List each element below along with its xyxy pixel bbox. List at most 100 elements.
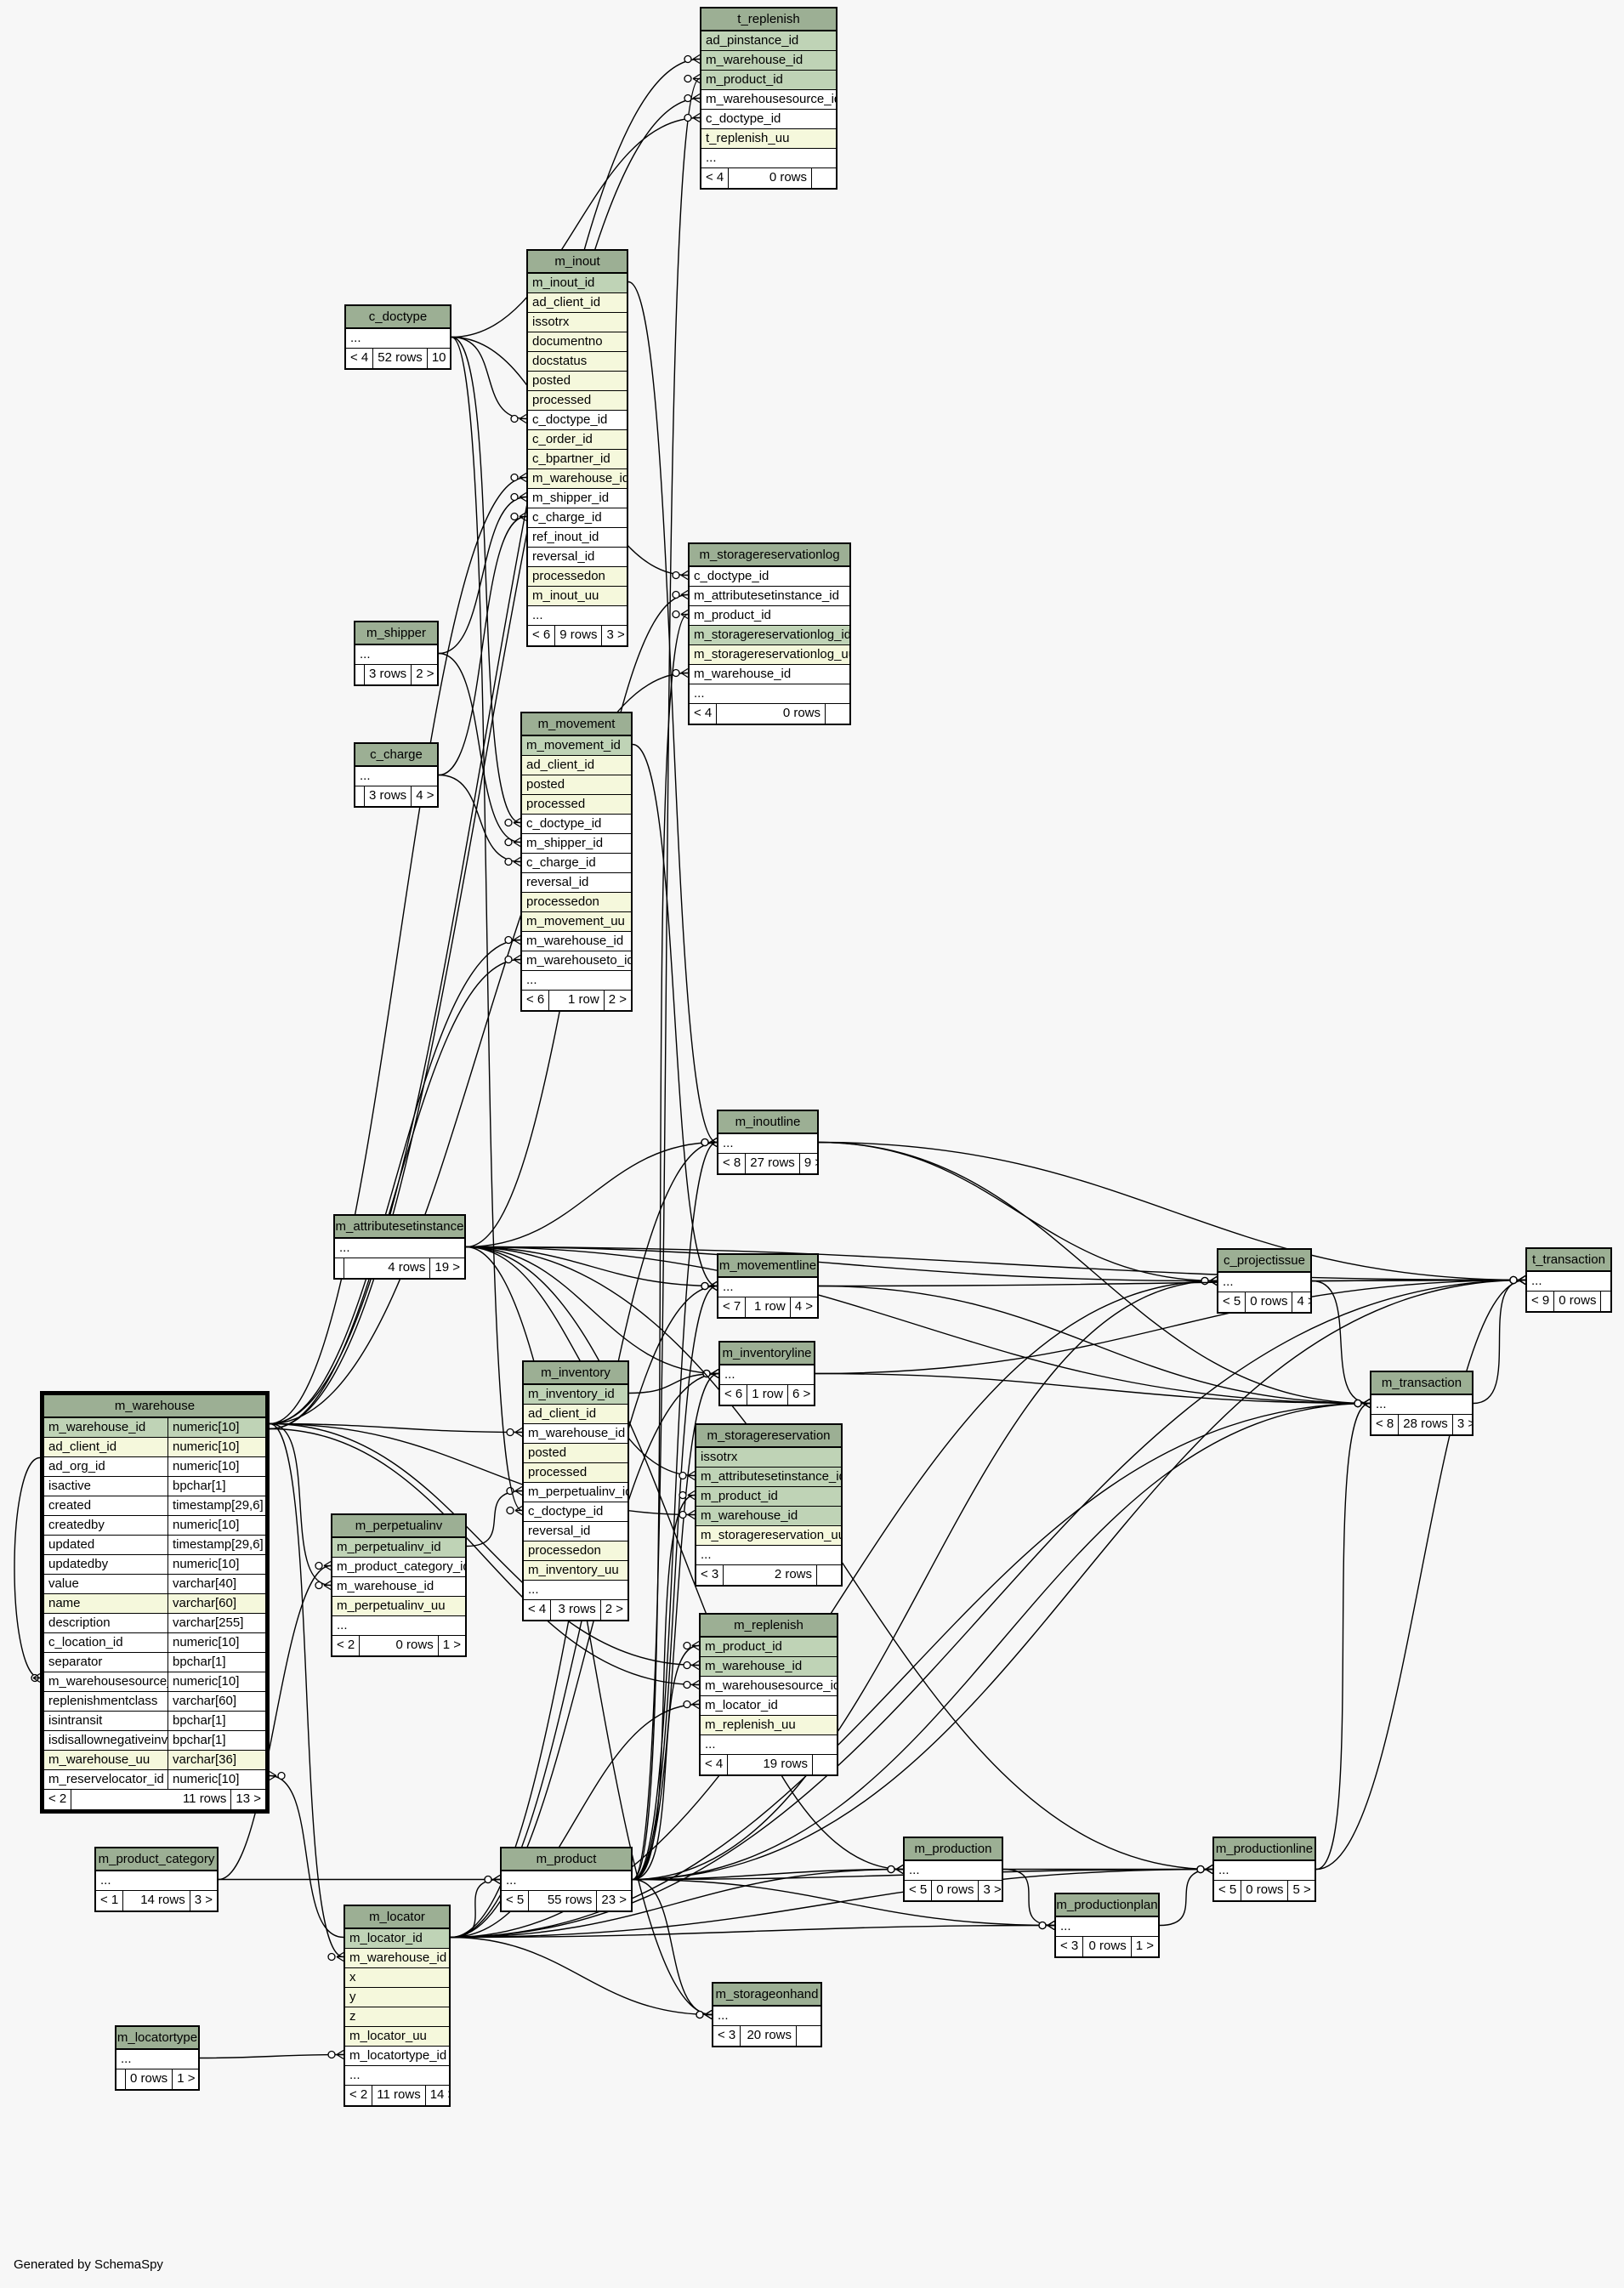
children-link[interactable]: 19 > — [429, 1258, 464, 1278]
table-title[interactable]: m_locator — [345, 1906, 449, 1929]
children-link[interactable]: 1 > — [172, 2069, 198, 2089]
parents-link[interactable]: < 2 — [48, 1791, 67, 1806]
children-link[interactable]: 14 > — [424, 2086, 449, 2105]
table-title[interactable]: m_inoutline — [718, 1111, 817, 1134]
table-title[interactable]: m_locatortype — [116, 2027, 198, 2050]
table-title[interactable]: m_shipper — [355, 622, 437, 645]
children-link[interactable]: 1 > — [437, 1636, 465, 1655]
parents-link[interactable]: < 2 — [337, 1638, 355, 1652]
table-title[interactable]: m_movementline — [718, 1255, 817, 1278]
table-title[interactable]: m_storagereservation — [696, 1425, 841, 1448]
parents-link[interactable]: < 4 — [694, 706, 713, 720]
parents-link[interactable]: < 5 — [909, 1882, 928, 1897]
parents-link[interactable] — [355, 665, 364, 684]
children-link[interactable]: 13 > — [230, 1790, 265, 1809]
parents-link[interactable]: < 6 — [526, 992, 545, 1007]
table-title[interactable]: t_replenish — [701, 9, 836, 31]
parents-link[interactable]: < 4 — [705, 1757, 724, 1771]
parents-link[interactable]: < 8 — [723, 1155, 741, 1170]
children-link[interactable]: 3 > — [189, 1891, 217, 1910]
parents-link[interactable]: < 7 — [723, 1299, 741, 1314]
table-title[interactable]: m_inout — [528, 251, 627, 274]
parents-link[interactable]: < 3 — [701, 1567, 719, 1581]
table-title[interactable]: m_attributesetinstance — [335, 1216, 464, 1239]
children-link[interactable]: 4 > — [1292, 1292, 1310, 1312]
table-title[interactable]: m_inventory — [524, 1362, 627, 1385]
children-link[interactable]: 3 > — [601, 626, 627, 645]
parents-link[interactable]: < 4 — [706, 170, 724, 185]
parents-link[interactable]: < 1 — [100, 1893, 119, 1907]
children-link[interactable]: 4 > — [411, 786, 437, 806]
parents-link[interactable]: < 6 — [532, 627, 551, 642]
parents-link[interactable]: < 6 — [724, 1387, 743, 1401]
table-title[interactable]: m_storageonhand — [713, 1984, 821, 2007]
children-link[interactable] — [796, 2026, 821, 2046]
parents-link[interactable]: < 4 — [528, 1602, 547, 1616]
table-title[interactable]: m_productionplan — [1056, 1894, 1158, 1917]
parents-link[interactable]: < 2 — [349, 2087, 368, 2102]
parents-link[interactable]: < 8 — [1376, 1417, 1394, 1431]
children-link[interactable]: 2 > — [599, 1600, 627, 1620]
table-title[interactable]: m_replenish — [701, 1615, 837, 1638]
table-title[interactable]: c_charge — [355, 744, 437, 767]
children-link[interactable]: 3 > — [1451, 1415, 1472, 1434]
children-link[interactable] — [1600, 1292, 1610, 1311]
parents-link[interactable]: < 3 — [718, 2028, 736, 2042]
table-title[interactable]: m_transaction — [1371, 1372, 1472, 1395]
table-title[interactable]: m_perpetualinv — [332, 1515, 465, 1538]
children-link[interactable] — [811, 168, 836, 188]
table-title[interactable]: m_production — [905, 1838, 1002, 1861]
parents-link[interactable]: < 5 — [1218, 1882, 1237, 1897]
parents-link[interactable]: < 3 — [1060, 1939, 1079, 1953]
children-link[interactable]: 6 > — [786, 1385, 814, 1405]
parents-link[interactable] — [355, 786, 364, 806]
children-link[interactable]: 3 > — [978, 1881, 1002, 1900]
table-title[interactable]: c_doctype — [346, 306, 450, 329]
children-link[interactable]: 10 > — [426, 349, 450, 368]
table-title[interactable]: m_storagereservationlog — [690, 544, 849, 567]
parents-link[interactable]: < 5 — [506, 1893, 525, 1907]
parents-link[interactable] — [335, 1258, 344, 1278]
parents-link[interactable]: < 9 — [1531, 1293, 1550, 1308]
table-title[interactable]: t_transaction — [1527, 1249, 1610, 1272]
table-title[interactable]: m_inventoryline — [720, 1343, 814, 1365]
table-title[interactable]: m_warehouse — [44, 1395, 265, 1418]
children-link[interactable]: 5 > — [1287, 1881, 1315, 1900]
table-title[interactable]: m_movement — [522, 713, 631, 736]
children-link[interactable]: 2 > — [411, 665, 437, 684]
children-link[interactable]: 1 > — [1130, 1937, 1158, 1956]
children-link[interactable]: 4 > — [789, 1297, 817, 1317]
children-link[interactable] — [812, 1755, 837, 1774]
parents-link[interactable]: < 5 — [1223, 1294, 1241, 1309]
children-link[interactable]: 9 > — [798, 1154, 817, 1173]
children-link[interactable]: 23 > — [596, 1891, 631, 1910]
table-title[interactable]: c_projectissue — [1218, 1250, 1310, 1273]
parents-link[interactable]: < 4 — [350, 350, 369, 365]
table-title[interactable]: m_productionline — [1214, 1838, 1315, 1861]
